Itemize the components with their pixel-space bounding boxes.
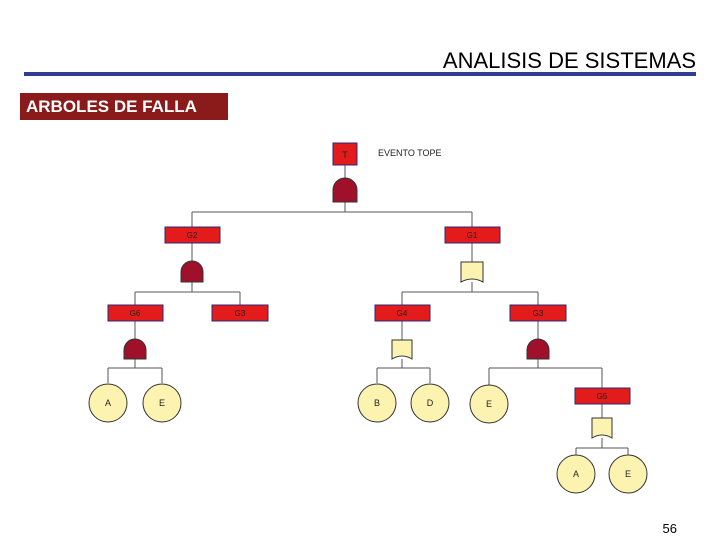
gate-label-g6: G6 — [130, 309, 141, 318]
top-event-label: T — [342, 150, 348, 160]
gate-node-g1: G1 — [444, 226, 501, 244]
basic-event-label: A — [573, 469, 579, 479]
page-number: 56 — [662, 521, 677, 536]
gate-label-g1: G1 — [467, 231, 478, 240]
basic-event-label: D — [427, 398, 434, 408]
header-rule — [24, 72, 696, 76]
basic-event-a: A — [88, 383, 128, 423]
section-title-box: ARBOLES DE FALLA — [20, 93, 228, 120]
gate-label-g5: G5 — [597, 392, 608, 401]
top-event-node: T — [332, 142, 358, 166]
gate-node-g5: G5 — [574, 387, 631, 405]
and-gate-icon — [526, 338, 550, 360]
basic-event-label: E — [486, 399, 492, 409]
gate-node-g2: G2 — [164, 226, 221, 244]
basic-event-e: E — [469, 384, 509, 424]
or-gate-icon — [591, 417, 613, 439]
basic-event-label: E — [159, 398, 165, 408]
basic-event-label: E — [625, 469, 631, 479]
basic-event-e: E — [142, 383, 182, 423]
or-gate-icon — [460, 261, 484, 283]
or-gate-icon — [391, 339, 413, 360]
header-title: ANALISIS DE SISTEMAS — [442, 48, 696, 73]
gate-label-g3-left: G3 — [235, 309, 246, 318]
and-gate-icon — [123, 338, 147, 360]
connector-lines — [107, 202, 629, 455]
basic-event-d: D — [410, 383, 450, 423]
gate-node-g6: G6 — [107, 304, 164, 322]
basic-event-a: A — [556, 454, 596, 494]
basic-event-b: B — [357, 383, 397, 423]
basic-event-e: E — [608, 454, 648, 494]
gate-node-g3-right: G3 — [509, 304, 567, 322]
section-title: ARBOLES DE FALLA — [26, 96, 197, 116]
gate-node-g3-left: G3 — [211, 304, 269, 322]
gate-label-g3-right: G3 — [533, 309, 544, 318]
top-event-caption: EVENTO TOPE — [378, 148, 442, 158]
gate-node-g4: G4 — [374, 304, 431, 322]
basic-event-label: A — [105, 398, 111, 408]
and-gate-icon — [332, 177, 358, 203]
gate-label-g2: G2 — [187, 231, 198, 240]
gate-label-g4: G4 — [397, 309, 408, 318]
and-gate-icon — [180, 260, 204, 283]
basic-event-label: B — [374, 398, 380, 408]
